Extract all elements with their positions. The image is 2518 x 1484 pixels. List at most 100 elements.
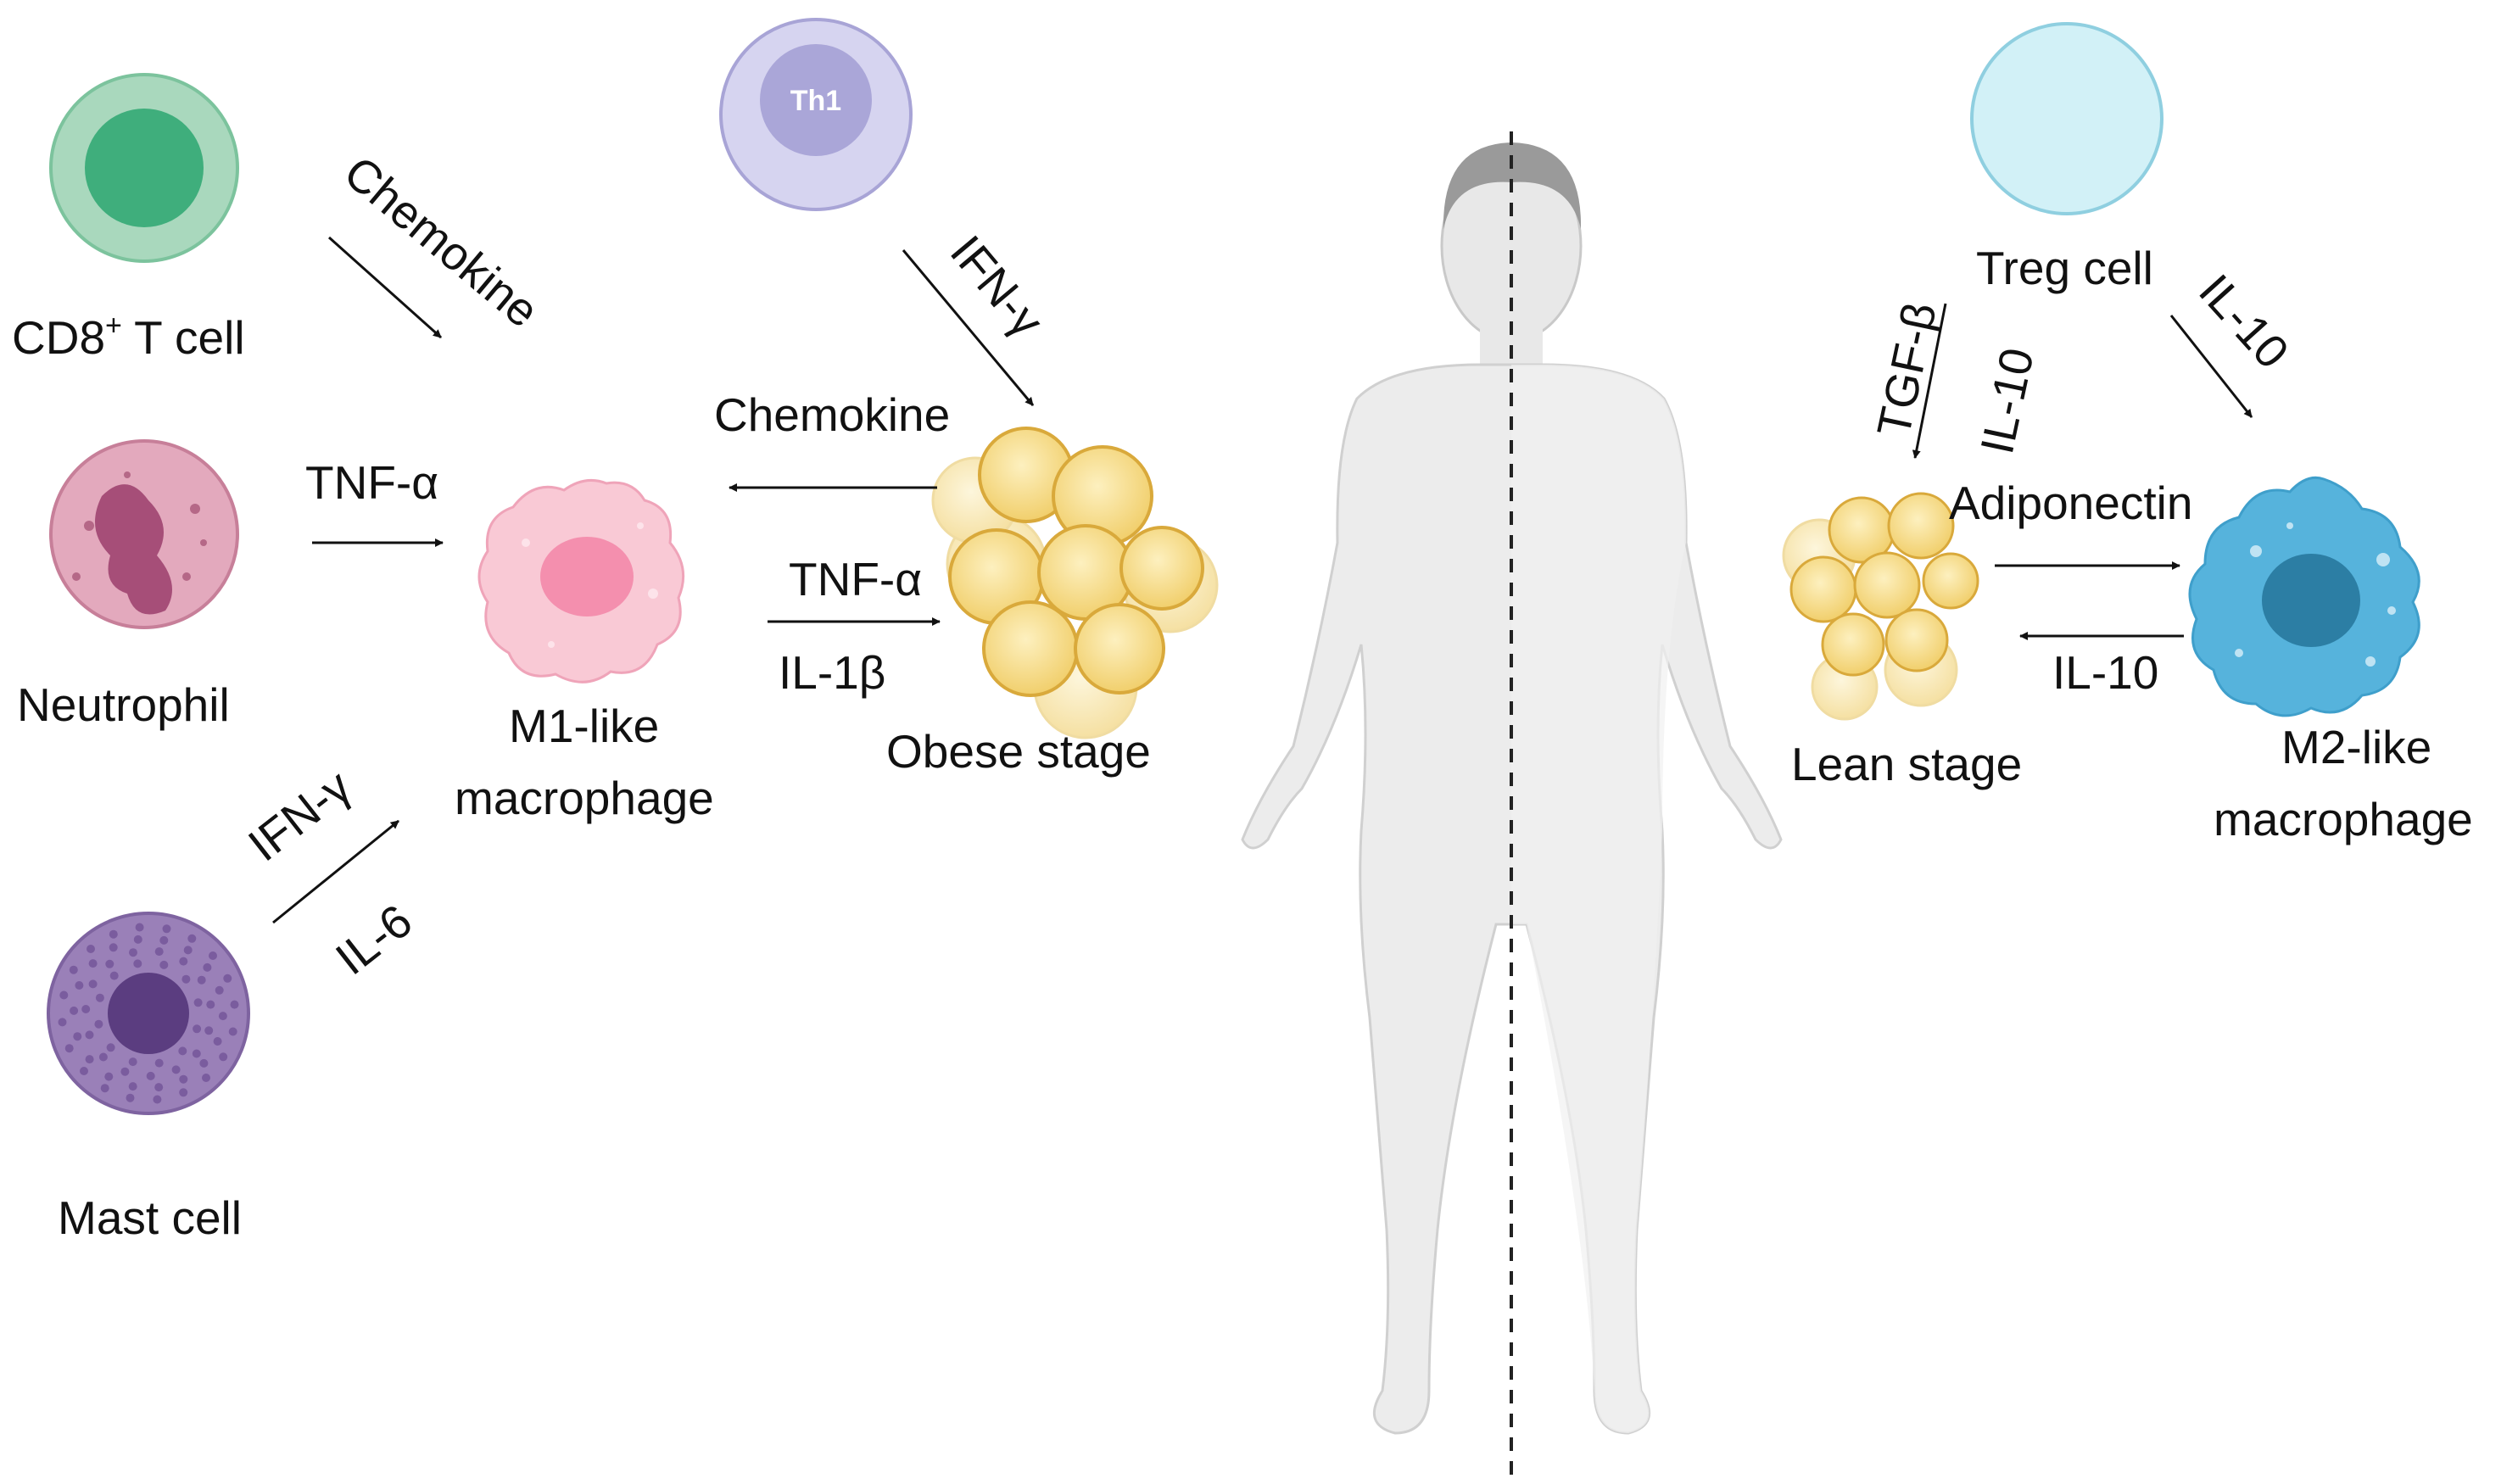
mast-granule <box>162 924 171 934</box>
signal-tnf-neutrophil: TNF-α <box>305 456 438 509</box>
signal-ifn-mast: IFN-γ <box>238 760 360 872</box>
mast-granule <box>187 934 197 943</box>
m2-label-line1: M2-like <box>2281 721 2431 773</box>
mast-granule <box>218 1012 227 1021</box>
arrow-th1-to-obese <box>902 249 1035 406</box>
signal-ifn-th1: IFN-γ <box>941 226 1054 347</box>
obese-adipose-cluster <box>931 427 1219 739</box>
mast-granule <box>193 998 203 1007</box>
th1-cell: Th1 <box>719 18 913 211</box>
mast-granule <box>73 1032 82 1041</box>
mast-granule <box>215 985 224 995</box>
mast-granule <box>81 1005 91 1013</box>
lean-stage-label: Lean stage <box>1791 738 2022 790</box>
mast-granule <box>109 971 119 980</box>
signal-il1b-m1: IL-1β <box>779 646 885 699</box>
mast-granule <box>199 1058 209 1068</box>
mast-granule <box>230 1000 239 1009</box>
signal-arrows <box>272 236 2253 924</box>
mast-granule <box>120 1067 130 1076</box>
mast-granule <box>106 1043 115 1052</box>
mast-granule <box>129 948 137 957</box>
mast-granule <box>133 959 142 968</box>
lean-adipose-cluster <box>1782 492 1979 721</box>
mast-granule <box>95 993 104 1002</box>
mast-granule <box>87 945 95 953</box>
mast-granule <box>203 962 212 972</box>
mast-granule <box>98 1052 108 1062</box>
mast-cell <box>47 912 250 1115</box>
signal-tnf-m1: TNF-α <box>789 553 922 605</box>
obese-stage-label: Obese stage <box>886 725 1151 778</box>
m1-label-line1: M1-like <box>509 700 659 752</box>
mast-granule <box>85 1055 94 1064</box>
mast-granule <box>85 1030 94 1040</box>
mast-granule <box>128 1082 137 1091</box>
mast-granule <box>159 960 169 969</box>
mast-granule <box>206 1000 215 1009</box>
mast-granule <box>58 1018 67 1027</box>
m2-label-line2: macrophage <box>2214 793 2473 845</box>
mast-granule <box>202 1074 210 1082</box>
m2-like-macrophage <box>2188 476 2420 717</box>
signal-chemokine-obese: Chemokine <box>714 388 950 441</box>
mast-granule <box>213 1037 222 1046</box>
signal-adiponectin: Adiponectin <box>1949 477 2192 529</box>
m1-like-macrophage <box>477 478 685 683</box>
signal-il10-treg-m2: IL-10 <box>2189 265 2299 379</box>
signal-il10-treg-lean: IL-10 <box>1970 343 2044 459</box>
mast-granule <box>179 1088 188 1097</box>
arrow-treg-to-m2 <box>2169 315 2253 418</box>
mast-granule <box>219 1052 228 1062</box>
signal-tgfb: TGF-β <box>1867 298 1946 441</box>
mast-granule <box>183 946 193 955</box>
th1-badge: Th1 <box>790 85 841 117</box>
mast-granule <box>133 934 142 944</box>
mast-granule <box>88 979 98 989</box>
mast-granule <box>69 965 78 974</box>
arrow-mast-to-m1 <box>272 819 399 924</box>
mast-granule <box>197 975 206 985</box>
mast-granule <box>146 1071 155 1080</box>
treg-cell-label: Treg cell <box>1976 242 2153 294</box>
mast-granule <box>88 959 98 968</box>
neutrophil-label: Neutrophil <box>17 678 230 731</box>
mast-granule <box>109 943 118 952</box>
mast-granule <box>209 951 217 960</box>
mast-granule <box>179 957 188 966</box>
mast-granule <box>80 1067 88 1075</box>
mast-granule <box>154 1083 164 1092</box>
mast-granule <box>59 990 69 1000</box>
mast-granule <box>128 1057 137 1067</box>
mast-granule <box>193 1024 202 1034</box>
mast-granule <box>126 1093 135 1102</box>
mast-granule <box>181 974 191 984</box>
mast-granule <box>70 1006 79 1015</box>
cd8-t-cell <box>49 73 239 263</box>
mast-granule <box>154 947 164 957</box>
neutrophil-cell <box>49 439 239 629</box>
mast-granule <box>109 929 118 939</box>
mast-granule <box>192 1049 201 1058</box>
mast-granule <box>204 1026 214 1035</box>
mast-granule <box>179 1074 188 1084</box>
signal-il10-m2-lean: IL-10 <box>2052 646 2158 699</box>
signal-chemokine-cd8: Chemokine <box>334 146 549 338</box>
mast-granule <box>105 959 114 968</box>
arrow-treg-to-lean <box>1912 303 1947 459</box>
treg-cell <box>1970 22 2163 215</box>
arrow-cd8-to-m1 <box>328 236 442 339</box>
mast-granule <box>153 1095 162 1104</box>
mast-granule <box>135 923 144 932</box>
mast-granule <box>178 1046 187 1056</box>
cd8-t-cell-label: CD8+ T cell <box>12 310 245 364</box>
mast-granule <box>75 981 84 990</box>
mast-granule <box>100 1084 109 1093</box>
human-body-figure <box>1241 131 1783 1476</box>
mast-granule <box>104 1072 114 1081</box>
mast-granule <box>94 1019 103 1029</box>
signal-il6-mast: IL-6 <box>326 894 422 985</box>
mast-granule <box>154 1058 164 1068</box>
mast-granule <box>228 1027 237 1036</box>
